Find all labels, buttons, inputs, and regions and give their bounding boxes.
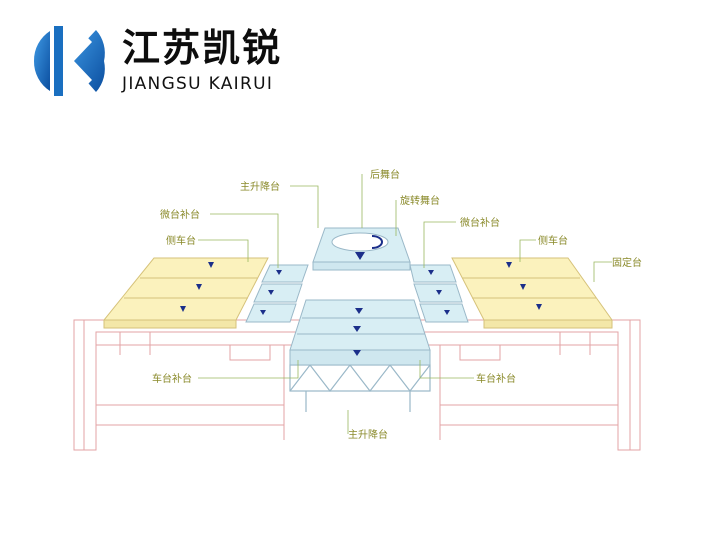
label-side-wagon-left: 侧车台	[166, 234, 196, 247]
label-micro-comp-left: 微台补台	[160, 208, 200, 221]
label-main-lift-top: 主升降台	[240, 180, 280, 193]
rear-stage	[312, 227, 411, 271]
pit-structure	[73, 319, 641, 451]
leader-lines	[198, 174, 612, 434]
label-main-lift-bottom: 主升降台	[348, 428, 388, 441]
diagram-labels: 后舞台 主升降台 旋转舞台 微台补台 侧车台 微台补台 侧车台 固定台 车台补台…	[152, 168, 642, 441]
direction-arrows	[180, 252, 542, 356]
label-wagon-comp-right: 车台补台	[476, 372, 516, 385]
brand-name-cn: 江苏凯锐	[122, 26, 283, 70]
label-rotating-stage: 旋转舞台	[400, 194, 440, 207]
kairui-logo-icon	[33, 26, 105, 96]
main-lift-platform	[289, 299, 431, 366]
label-rear-stage: 后舞台	[370, 168, 400, 181]
micro-comp-right	[409, 264, 469, 323]
label-micro-comp-right: 微台补台	[460, 216, 500, 229]
label-wagon-comp-left: 车台补台	[152, 372, 192, 385]
brand-logo: 江苏凯锐 JIANGSU KAIRUI	[30, 22, 300, 102]
label-fixed-stage: 固定台	[612, 256, 642, 269]
side-wagon-left	[102, 257, 269, 329]
side-wagon-right	[451, 257, 613, 329]
micro-comp-left	[245, 264, 309, 323]
stage-machinery-diagram: 后舞台 主升降台 旋转舞台 微台补台 侧车台 微台补台 侧车台 固定台 车台补台…	[73, 168, 642, 451]
brand-name-en: JIANGSU KAIRUI	[122, 74, 274, 94]
label-side-wagon-right: 侧车台	[538, 234, 568, 247]
main-lift-truss	[289, 364, 431, 412]
